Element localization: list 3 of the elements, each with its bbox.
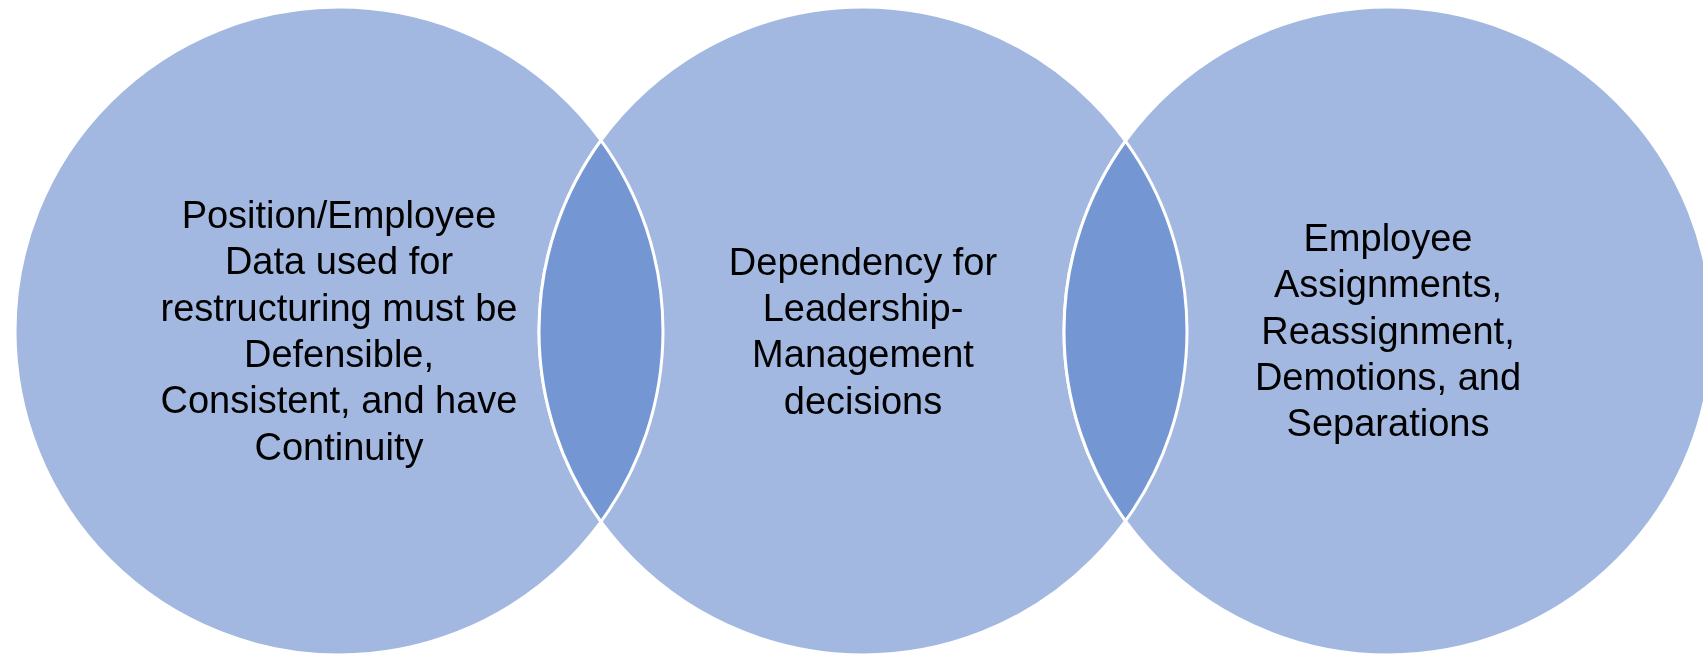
circle-label: Dependency for Leadership-Management decisions: [727, 239, 999, 424]
circle-label: Position/Employee Data used for restructuring must be Defensible, Consistent, and have Continuity: [159, 193, 519, 470]
circle-label: Employee Assignments, Reassignment, Demotions, and Separations: [1253, 216, 1523, 447]
